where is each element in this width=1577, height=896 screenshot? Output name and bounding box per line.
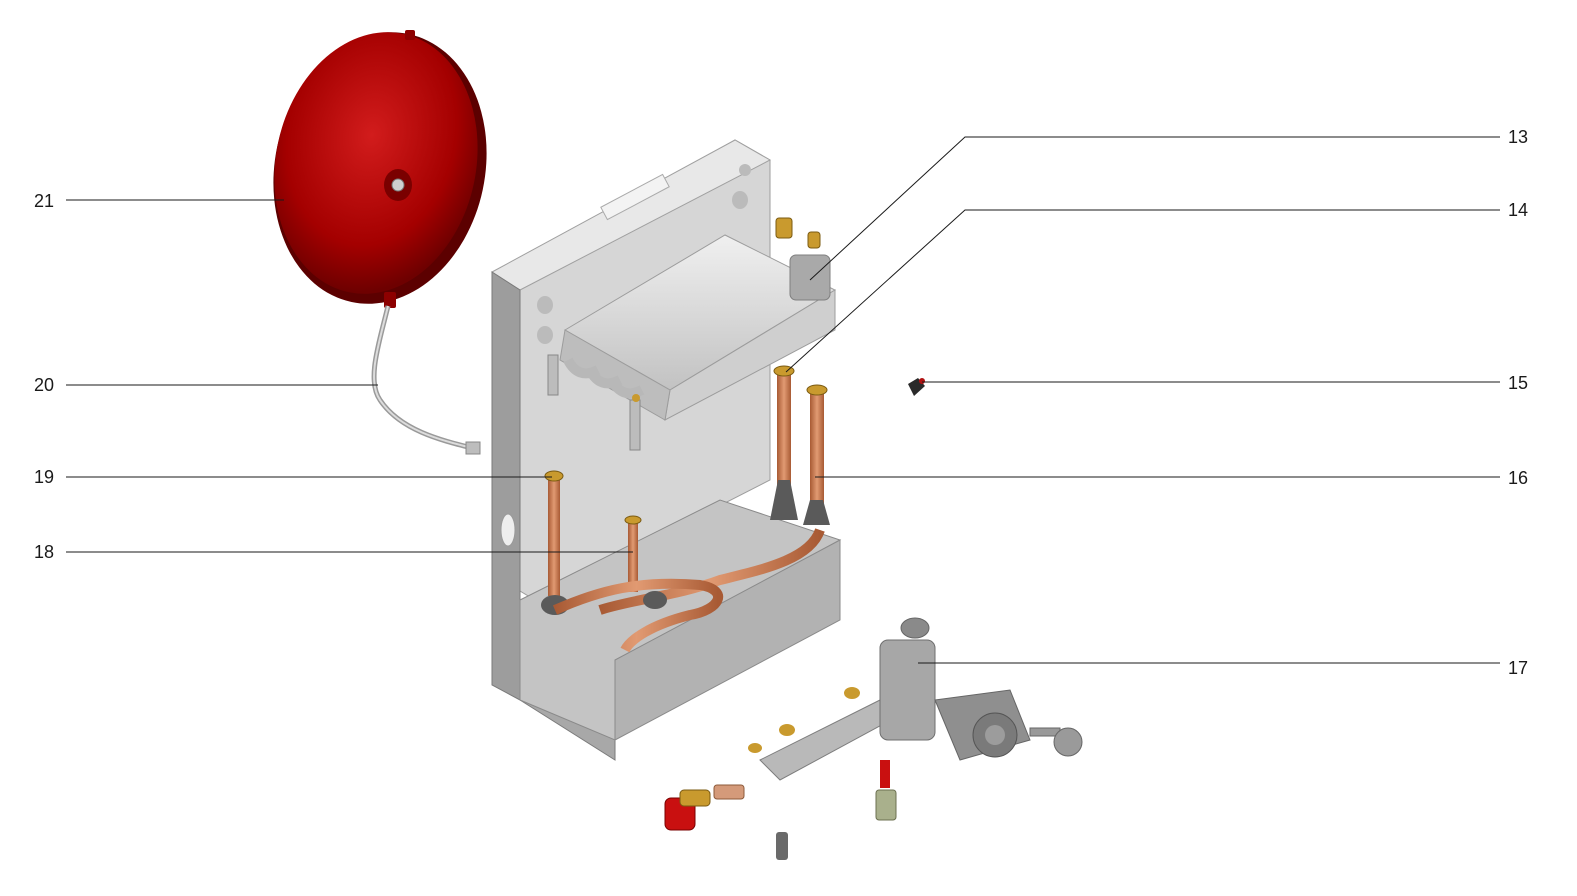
callout-17: 17	[1508, 658, 1529, 678]
callout-14: 14	[1508, 200, 1529, 220]
expansion-vessel	[273, 30, 487, 308]
vessel-hose	[371, 305, 473, 451]
leader-line-14	[785, 209, 1500, 373]
callout-16: 16	[1508, 468, 1529, 488]
hydraulic-group	[664, 617, 1083, 860]
flow-return-pipes	[598, 365, 830, 615]
callout-20: 20	[33, 375, 54, 395]
callout-18: 18	[33, 542, 54, 562]
leader-lines	[66, 136, 1500, 664]
sensor-part	[908, 378, 925, 396]
dhw-pipes	[541, 470, 724, 653]
leader-line-13	[809, 136, 1500, 281]
heat-exchanger	[547, 217, 837, 451]
callout-21: 21	[33, 191, 54, 211]
callout-15: 15	[1508, 373, 1529, 393]
callout-19: 19	[33, 467, 54, 487]
callout-13: 13	[1508, 127, 1529, 147]
